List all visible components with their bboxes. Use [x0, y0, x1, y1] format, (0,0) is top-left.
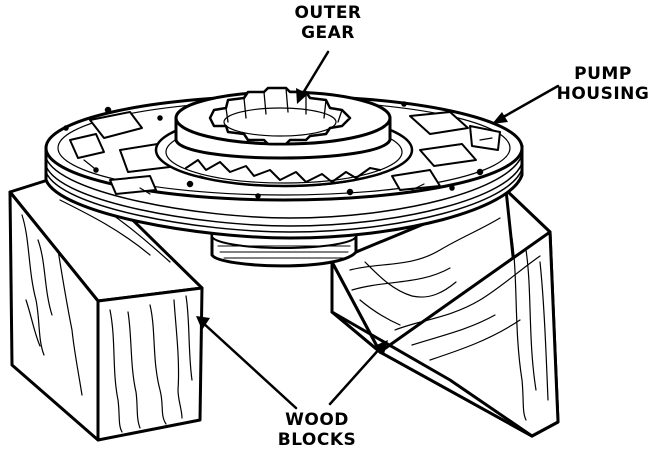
arrowheads: [196, 88, 508, 354]
outer-gear-label: OUTER GEAR: [282, 3, 374, 43]
wood-blocks-label-line-2: BLOCKS: [277, 430, 357, 450]
pump-housing-label-line-2: HOUSING: [556, 84, 650, 104]
outer-gear: [174, 86, 392, 160]
pump-housing-label: PUMP HOUSING: [548, 64, 658, 104]
wood-blocks-label: WOOD BLOCKS: [262, 410, 372, 450]
left-wood-block: [8, 178, 204, 442]
right-wood-block: [330, 188, 560, 438]
outer-gear-label-line-1: OUTER: [294, 3, 362, 23]
pump-housing-label-line-1: PUMP: [574, 64, 632, 84]
wood-blocks-label-line-1: WOOD: [285, 410, 349, 430]
outer-gear-label-line-2: GEAR: [301, 23, 355, 43]
leader-lines: [200, 50, 560, 410]
